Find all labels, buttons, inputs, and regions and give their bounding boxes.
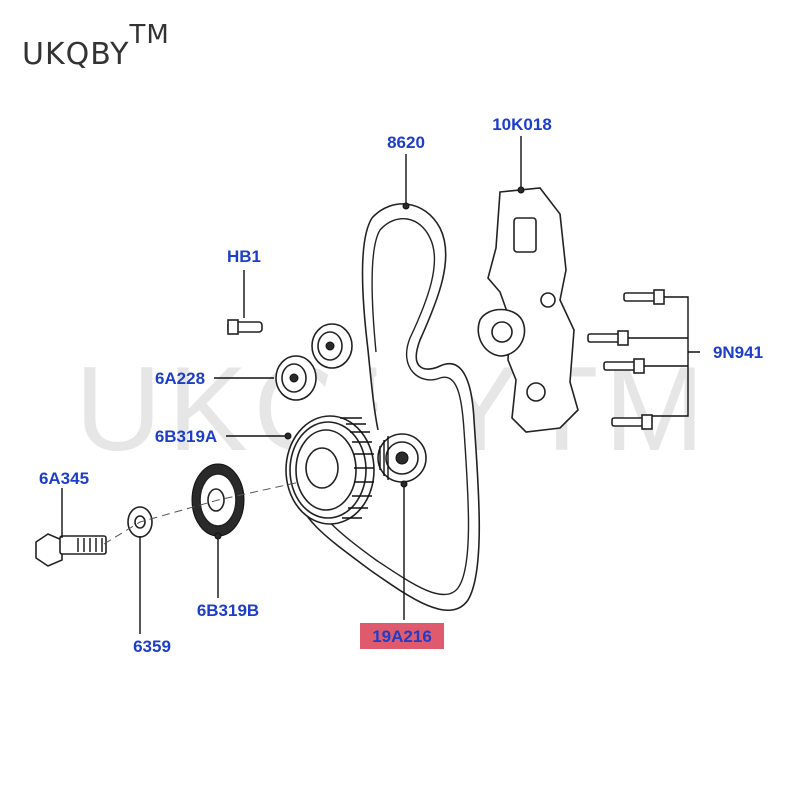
bracket-bolts (587, 289, 665, 430)
label-6B319A: 6B319A (155, 427, 217, 446)
label-HB1: HB1 (227, 247, 261, 266)
mounting-bracket (477, 187, 579, 433)
leader-9N941 (628, 296, 700, 417)
belt-tensioner (377, 433, 427, 483)
label-8620: 8620 (387, 133, 425, 152)
label-9N941: 9N941 (713, 343, 763, 362)
highlight-19A216 (360, 623, 444, 649)
brand-trademark: TM (129, 20, 170, 50)
idler-pulley (275, 323, 353, 401)
brand-logo: UKQBYTM (22, 20, 170, 72)
label-6A345: 6A345 (39, 469, 89, 488)
label-19A216[interactable]: 19A216 (372, 627, 432, 646)
drive-belt-inner (309, 217, 470, 596)
label-6B319B: 6B319B (197, 601, 259, 620)
label-6359: 6359 (133, 637, 171, 656)
label-6A228: 6A228 (155, 369, 205, 388)
brand-name: UKQBY (22, 37, 130, 72)
assembly-axis (103, 481, 301, 545)
crank-pulley (285, 415, 375, 525)
label-10K018: 10K018 (492, 115, 552, 134)
crank-bolt (35, 533, 107, 567)
hb1-bolt (227, 319, 263, 335)
drive-belt (295, 203, 481, 612)
